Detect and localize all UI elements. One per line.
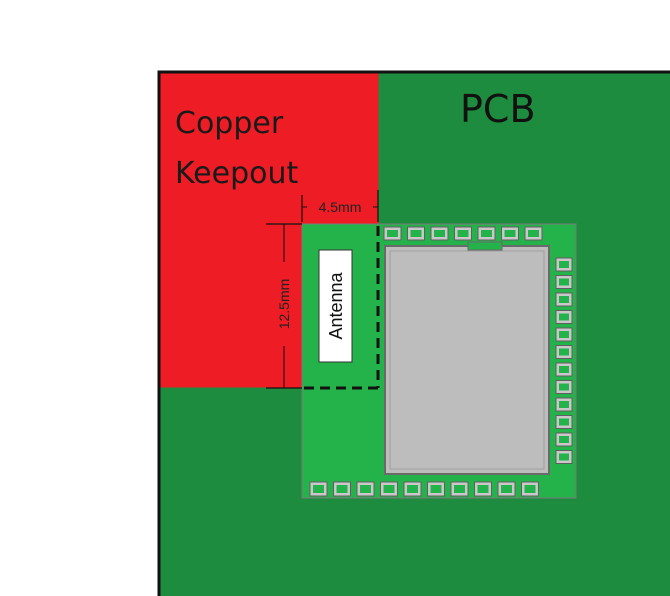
- module-pad-inner: [434, 230, 445, 237]
- module-pad-inner: [559, 349, 569, 356]
- module-pad-inner: [360, 485, 371, 493]
- pcb-label: PCB: [460, 87, 536, 131]
- dim-horizontal-label: 4.5mm: [319, 199, 362, 215]
- module-pad-inner: [559, 261, 569, 268]
- module-pad-inner: [525, 485, 536, 493]
- module-pad-inner: [559, 314, 569, 321]
- module-pad-inner: [559, 436, 569, 443]
- shield-tab: [468, 242, 502, 250]
- module-pad-inner: [559, 366, 569, 373]
- module-pad-inner: [559, 419, 569, 426]
- module-pad-inner: [528, 230, 539, 237]
- module-pad-inner: [431, 485, 442, 493]
- module-pad-inner: [559, 279, 569, 286]
- module-pad-inner: [481, 230, 492, 237]
- module-pad-inner: [411, 230, 422, 237]
- pads-top-row: [384, 227, 542, 240]
- module-pad-inner: [559, 401, 569, 408]
- module-pad-inner: [407, 485, 418, 493]
- antenna-label: Antenna: [326, 271, 346, 339]
- module-pad-inner: [313, 485, 324, 493]
- dim-vertical-label: 12.5mm: [276, 279, 292, 330]
- module-pad-inner: [454, 485, 465, 493]
- copper-keepout-label-line2: Keepout: [175, 156, 299, 191]
- module-pad-inner: [559, 384, 569, 391]
- copper-keepout-label-line1: Copper: [175, 106, 284, 141]
- module-pad-inner: [478, 485, 489, 493]
- module-pad-inner: [337, 485, 348, 493]
- shield-can: [385, 246, 549, 474]
- module-pad-inner: [559, 296, 569, 303]
- module-pad-inner: [458, 230, 469, 237]
- module-pad-inner: [384, 485, 395, 493]
- module-pad-inner: [505, 230, 516, 237]
- module-pad-inner: [387, 230, 398, 237]
- module-pad-inner: [501, 485, 512, 493]
- module-pad-inner: [559, 331, 569, 338]
- module-pad-inner: [559, 454, 569, 461]
